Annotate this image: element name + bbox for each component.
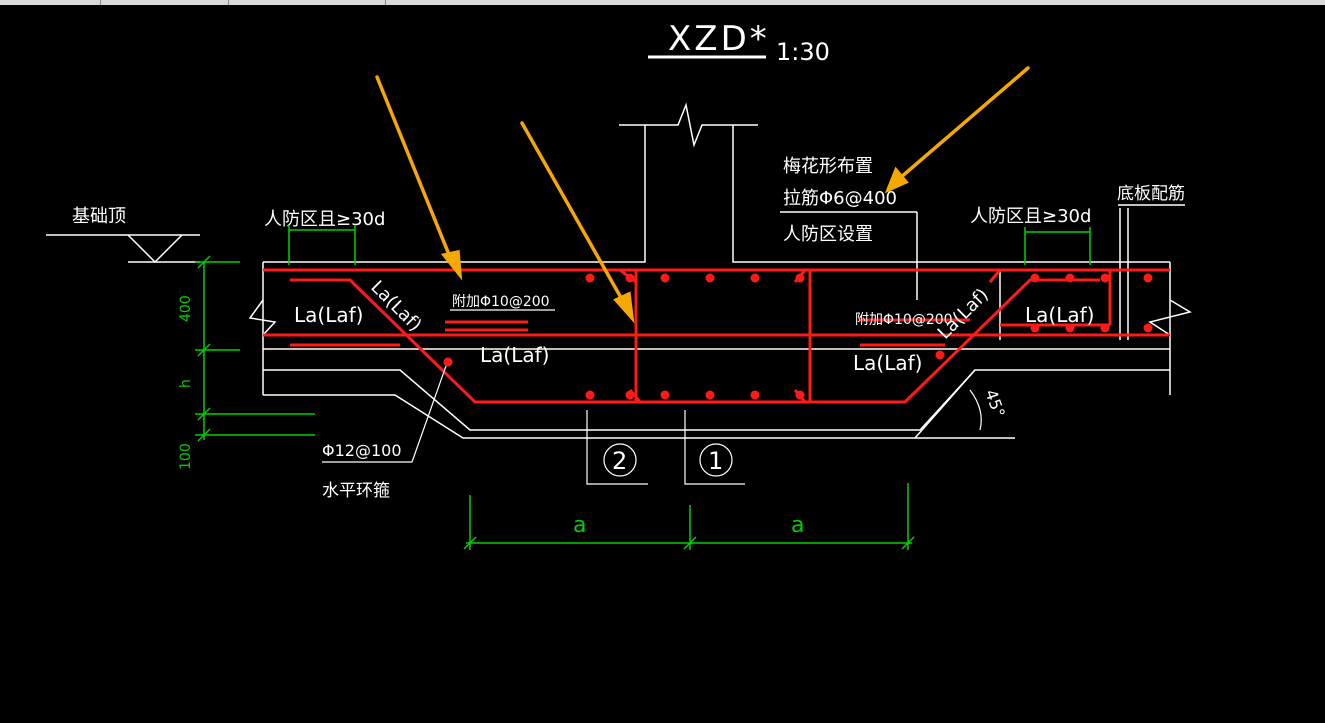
rebar-lines — [263, 268, 1170, 404]
la-label: La(Laf) — [1025, 303, 1094, 327]
civil-defense-length-right: 人防区且≥30d — [970, 206, 1091, 227]
extra-rebar-label: 附加Φ10@200 — [452, 294, 550, 310]
break-marks — [248, 299, 1192, 336]
section-marker-leaders — [586, 410, 745, 485]
horizontal-dimension-a — [463, 483, 915, 550]
cad-drawing-canvas[interactable]: XZD* 1:30 基础顶 — [0, 5, 1325, 723]
stirrup-leader — [322, 365, 447, 463]
section-circle-2 — [603, 443, 637, 477]
dim-a-left: a — [573, 513, 586, 538]
vertical-dimension-chain — [195, 255, 315, 442]
top-toolbar-strip — [0, 0, 1325, 5]
foundation-top-symbol — [46, 234, 200, 264]
section-circle-2-label: 2 — [612, 447, 627, 475]
dim-h: h — [178, 379, 194, 388]
la-label: La(Laf) — [480, 343, 549, 367]
anchorage-dimensions — [288, 225, 1091, 265]
toolbar-segment[interactable] — [0, 0, 101, 5]
extra-rebar-label: 附加Φ10@200 — [855, 312, 953, 328]
toolbar-segment[interactable] — [228, 0, 386, 5]
slab-outline — [262, 204, 1185, 439]
rebar-dots — [443, 273, 1153, 400]
foundation-top-label: 基础顶 — [72, 206, 126, 227]
tie-bar-note: 拉筋Φ6@400 — [783, 188, 897, 209]
civil-defense-length-left: 人防区且≥30d — [264, 209, 385, 230]
dim-100: 100 — [178, 443, 194, 470]
angle-label: 45° — [981, 387, 1009, 420]
section-circle-1-label: 1 — [708, 447, 723, 475]
quincunx-note: 梅花形布置 — [783, 156, 873, 177]
stirrup-name: 水平环箍 — [322, 481, 390, 501]
dim-400: 400 — [178, 295, 194, 322]
toolbar-segment[interactable] — [100, 0, 229, 5]
la-label: La(Laf) — [853, 351, 922, 375]
dim-a-right: a — [791, 513, 804, 538]
angle-arc — [969, 389, 982, 431]
stirrup-spec: Φ12@100 — [322, 441, 402, 460]
highlight-arrows — [375, 66, 1030, 324]
drawing-title: XZD* — [668, 19, 770, 59]
la-label: La(Laf) — [294, 303, 363, 327]
slab-reinforcement-label: 底板配筋 — [1117, 184, 1185, 204]
section-circle-1 — [699, 443, 733, 477]
civil-defense-note: 人防区设置 — [783, 224, 873, 245]
drawing-scale: 1:30 — [776, 38, 830, 66]
